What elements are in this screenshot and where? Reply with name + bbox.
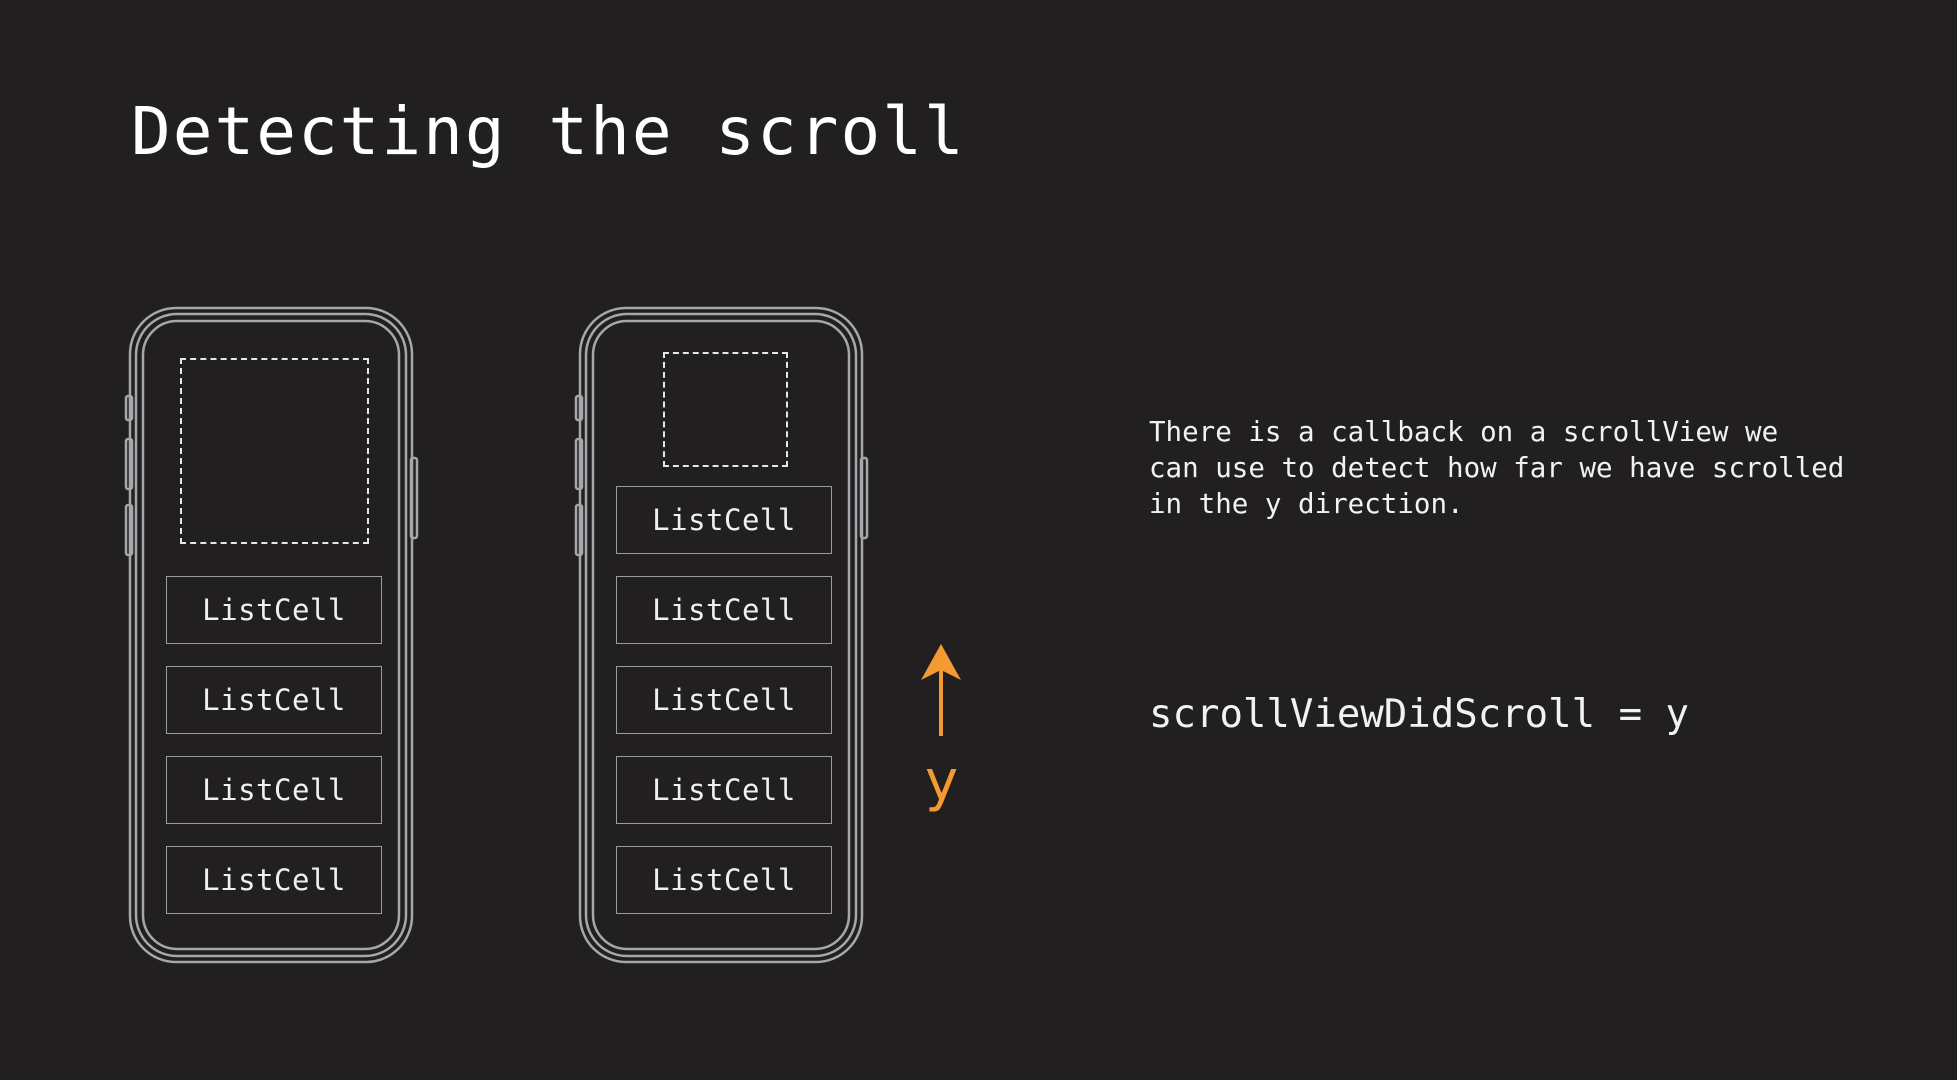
arrow-label: y — [925, 749, 959, 814]
list-cell[interactable]: ListCell — [166, 576, 382, 644]
phone-scrolled-state: ListCell ListCell ListCell ListCell List… — [574, 306, 869, 964]
slide-title: Detecting the scroll — [131, 93, 966, 170]
phone-initial-state: ListCell ListCell ListCell ListCell — [124, 306, 419, 964]
list-cell[interactable]: ListCell — [616, 846, 832, 914]
header-image-placeholder — [180, 358, 369, 544]
formula-text: scrollViewDidScroll = y — [1149, 692, 1690, 737]
phone-outline-icon — [574, 306, 869, 964]
list-cell[interactable]: ListCell — [616, 756, 832, 824]
list-cell[interactable]: ListCell — [616, 486, 832, 554]
arrow-up-icon — [921, 644, 961, 736]
list-cell[interactable]: ListCell — [166, 756, 382, 824]
list-cell[interactable]: ListCell — [166, 666, 382, 734]
description-text: There is a callback on a scrollView we c… — [1149, 416, 1845, 520]
header-image-placeholder-shrunk — [663, 352, 788, 467]
phone-outline-icon — [124, 306, 419, 964]
list-cell[interactable]: ListCell — [616, 666, 832, 734]
list-cell[interactable]: ListCell — [166, 846, 382, 914]
list-cell[interactable]: ListCell — [616, 576, 832, 644]
